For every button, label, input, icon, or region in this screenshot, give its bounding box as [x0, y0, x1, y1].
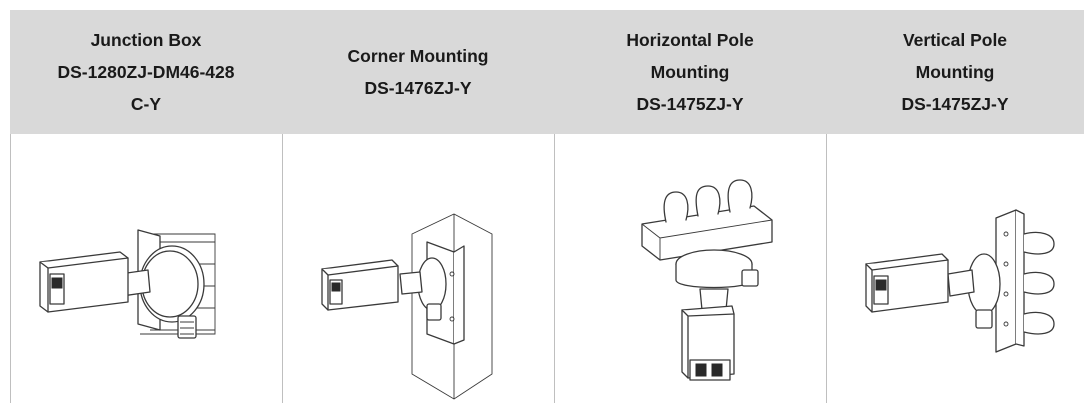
header-vertical-pole: Vertical Pole Mounting DS-1475ZJ-Y — [826, 10, 1084, 134]
header-line: DS-1475ZJ-Y — [901, 94, 1009, 114]
header-line: DS-1475ZJ-Y — [636, 94, 744, 114]
header-line: Junction Box — [90, 30, 202, 50]
header-horizontal-pole: Horizontal Pole Mounting DS-1475ZJ-Y — [554, 10, 826, 134]
header-line: Corner Mounting — [347, 46, 489, 66]
column-divider — [826, 134, 827, 403]
header-corner-mounting: Corner Mounting DS-1476ZJ-Y — [282, 10, 554, 134]
header-junction-box: Junction Box DS-1280ZJ-DM46-428 C-Y — [10, 10, 282, 134]
horizontal-pole-mount-illustration — [554, 134, 826, 403]
header-line: Vertical Pole — [902, 30, 1008, 50]
mounting-accessories-table: Junction Box DS-1280ZJ-DM46-428 C-Y Corn… — [10, 10, 1084, 403]
header-line: C-Y — [130, 94, 162, 114]
column-divider — [282, 134, 283, 403]
vertical-pole-mount-illustration — [826, 134, 1084, 403]
table-header-row — [10, 10, 1084, 134]
corner-mount-illustration — [282, 134, 554, 403]
header-line: Mounting — [650, 62, 730, 82]
header-line: DS-1476ZJ-Y — [364, 78, 472, 98]
column-divider — [10, 134, 11, 403]
header-line: Mounting — [915, 62, 995, 82]
header-line: Horizontal Pole — [626, 30, 754, 50]
header-line: DS-1280ZJ-DM46-428 — [57, 62, 235, 82]
junction-box-mount-illustration — [10, 134, 282, 403]
column-divider — [554, 134, 555, 403]
